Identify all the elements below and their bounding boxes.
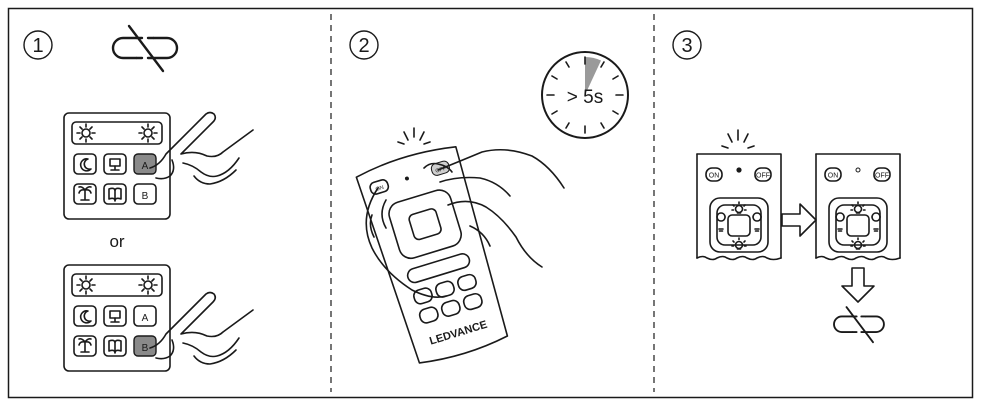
timer-sector	[585, 56, 601, 95]
remote-after: ON OFF	[816, 154, 900, 260]
key-b-label: B	[142, 191, 149, 202]
step-1-number: 1	[32, 35, 43, 57]
step-3-number: 3	[681, 35, 692, 57]
keypad-bottom: A B	[64, 265, 170, 371]
step-2-number: 2	[358, 35, 369, 57]
status-led-off	[855, 167, 861, 173]
or-label: or	[109, 232, 124, 251]
step-1-number-circle	[23, 30, 53, 60]
key-a-label-2: A	[142, 313, 149, 324]
remote-control: ON OFF LEDVANCE	[355, 146, 509, 364]
timer-icon: > 5s	[541, 51, 629, 139]
remote-on-key-label: ON	[375, 185, 385, 193]
key-b	[133, 183, 157, 205]
key-a-label: A	[142, 161, 149, 172]
key-a-pressed	[133, 153, 157, 175]
off-label-before: OFF	[756, 173, 770, 180]
diagram-frame	[7, 7, 974, 399]
on-label-before: ON	[709, 173, 720, 180]
on-label-after: ON	[828, 173, 839, 180]
off-label-after: OFF	[875, 173, 889, 180]
step-3-panel: 3 ON OFF ON OFF	[672, 30, 900, 344]
step-3-number-circle	[672, 30, 702, 60]
step-2-panel: 2 > 5s ON OFF LEDVANCE	[349, 30, 629, 364]
step-1-panel: 1 A B or A B	[23, 24, 254, 371]
blink-rays-step2	[397, 127, 431, 145]
finger-press	[423, 162, 453, 173]
arrow-down-icon	[841, 267, 875, 303]
remote-off-key-label: OFF	[435, 166, 448, 175]
keypad-top: A B	[64, 113, 170, 219]
key-a	[133, 305, 157, 327]
arrow-right-icon	[781, 203, 817, 237]
left-hand	[365, 187, 447, 298]
remote-on-key	[369, 179, 390, 195]
key-b-label-2: B	[142, 343, 149, 354]
unlink-icon-result	[833, 306, 885, 344]
step-2-number-circle	[349, 30, 379, 60]
remote-before: ON OFF	[697, 154, 781, 260]
blink-rays-step3	[721, 129, 755, 149]
timer-label: > 5s	[567, 87, 603, 108]
unlink-icon	[111, 24, 179, 73]
right-hand	[437, 148, 565, 268]
status-led-on	[736, 167, 742, 173]
